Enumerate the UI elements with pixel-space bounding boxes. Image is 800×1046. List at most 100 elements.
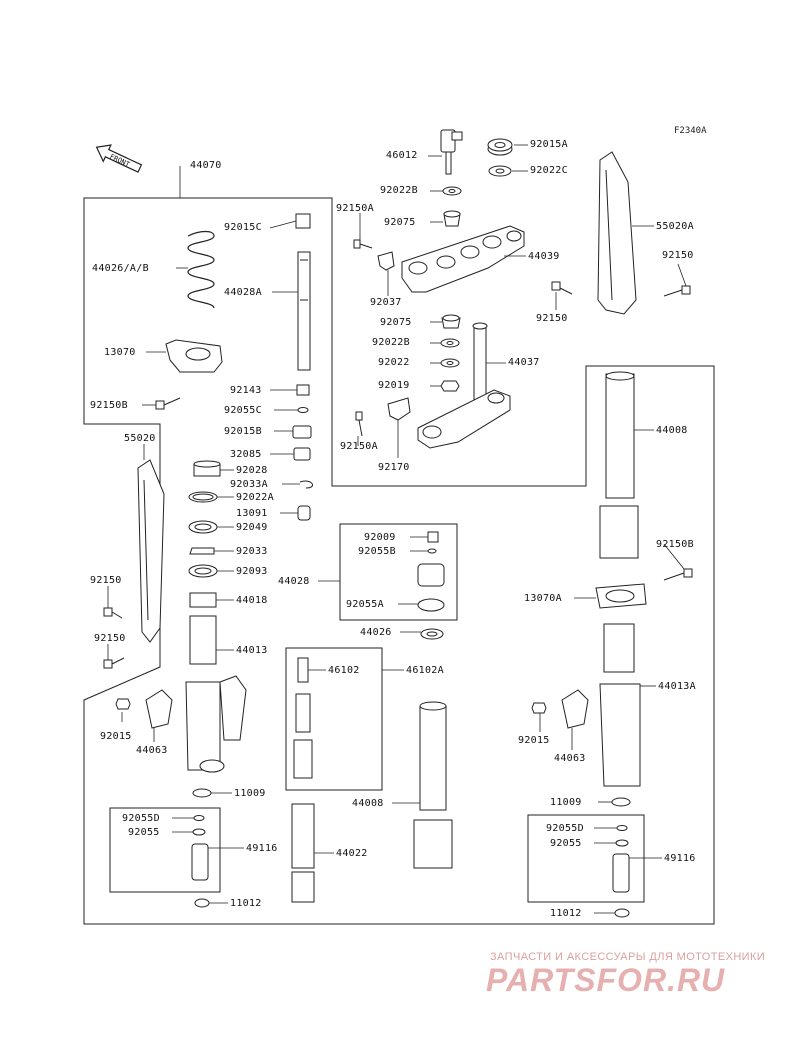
label-92019: 92019 (378, 380, 410, 391)
label-11012-r: 11012 (550, 908, 582, 919)
part-92055C-ring (297, 407, 309, 413)
label-49116-r: 49116 (664, 853, 696, 864)
label-92150-r2: 92150 (536, 313, 568, 324)
label-44063-r: 44063 (554, 753, 586, 764)
label-92015A: 92015A (530, 139, 568, 150)
part-49116-valve-r (612, 853, 630, 893)
part-11009-washer-r (611, 797, 631, 807)
part-46012-steering-stem-nut (440, 129, 463, 175)
part-44026-cap (420, 628, 444, 640)
label-92033: 92033 (236, 546, 268, 557)
watermark-logo: PARTSFOR.RU (486, 962, 726, 998)
label-92055A: 92055A (346, 599, 384, 610)
part-92015-nut-l (115, 698, 131, 710)
label-44063-l: 44063 (136, 745, 168, 756)
label-92170: 92170 (378, 462, 410, 473)
part-92049-seal (188, 520, 218, 534)
part-92075-collar-top (443, 210, 461, 227)
part-92150-bolt-r2 (551, 281, 573, 295)
label-44037: 44037 (508, 357, 540, 368)
label-92033A: 92033A (230, 479, 268, 490)
label-44018: 44018 (236, 595, 268, 606)
label-92037: 92037 (370, 297, 402, 308)
box-49116-left (109, 807, 221, 893)
label-92075-top: 92075 (384, 217, 416, 228)
part-92022C-washer (488, 165, 512, 177)
part-92022B-washer-top (442, 186, 462, 196)
label-44028A: 44028A (224, 287, 262, 298)
part-46102-rod (293, 657, 313, 779)
label-44008-r: 44008 (656, 425, 688, 436)
part-92143-collar (296, 384, 310, 396)
part-92055-ring-l (192, 828, 206, 836)
part-92055D-ring-l (193, 815, 205, 821)
part-92055B-ring (427, 548, 437, 554)
part-44028-cap (417, 563, 445, 587)
label-92150-l1: 92150 (90, 575, 122, 586)
part-92055D-ring-r (616, 825, 628, 831)
part-11012-washer-l (194, 898, 210, 908)
label-92015-r: 92015 (518, 735, 550, 746)
label-92009: 92009 (364, 532, 396, 543)
label-92150B-l: 92150B (90, 400, 128, 411)
part-44022-cylinder (291, 803, 315, 903)
label-13091: 13091 (236, 508, 268, 519)
label-92150B-r: 92150B (656, 539, 694, 550)
label-92022C: 92022C (530, 165, 568, 176)
part-92033-circlip (189, 547, 215, 555)
watermark-tagline: ЗАПЧАСТИ И АКСЕССУАРЫ ДЛЯ МОТОТЕХНИКИ (490, 951, 766, 963)
label-44070: 44070 (190, 160, 222, 171)
part-92033A-circlip (299, 480, 314, 489)
label-92015C: 92015C (224, 222, 262, 233)
part-13091-plug (297, 505, 311, 521)
part-92093-seal (188, 564, 218, 578)
label-46102: 46102 (328, 665, 360, 676)
part-11009-washer-l (192, 788, 212, 798)
part-44008-inner-tube (413, 701, 453, 869)
leader-lines (107, 144, 687, 914)
label-92015B: 92015B (224, 426, 262, 437)
box-49116-right (527, 814, 645, 903)
group-44070-frame (83, 197, 715, 925)
label-92093: 92093 (236, 566, 268, 577)
part-44037-lower-bracket-stem (417, 322, 511, 449)
part-44026-spring (187, 230, 215, 309)
label-44039: 44039 (528, 251, 560, 262)
label-44028: 44028 (278, 576, 310, 587)
part-92150-bolt-l1 (103, 607, 123, 619)
part-92150A-bolt-bot (355, 411, 363, 437)
label-92075-mid: 92075 (380, 317, 412, 328)
part-44063-holder-l (145, 689, 173, 729)
label-55020A: 55020A (656, 221, 694, 232)
label-92022B-top: 92022B (380, 185, 418, 196)
part-92150A-bolt-top (353, 239, 373, 249)
part-13070A-clamp (595, 583, 647, 609)
part-11012-washer-r (614, 908, 630, 918)
label-92055-l: 92055 (128, 827, 160, 838)
part-44013A-outer-tube (599, 623, 641, 787)
label-92143: 92143 (230, 385, 262, 396)
label-92028: 92028 (236, 465, 268, 476)
label-11009-l: 11009 (234, 788, 266, 799)
part-92150-bolt-r1 (663, 285, 691, 297)
part-92015C-nut (295, 213, 311, 229)
label-44008: 44008 (352, 798, 384, 809)
part-92170-clamp (387, 397, 411, 421)
part-92015A-nut (487, 138, 513, 156)
label-49116-l: 49116 (246, 843, 278, 854)
label-92022A: 92022A (236, 492, 274, 503)
label-92055D-l: 92055D (122, 813, 160, 824)
box-46102A (285, 647, 383, 791)
part-44039-upper-bracket (401, 225, 525, 293)
label-92055B: 92055B (358, 546, 396, 557)
label-92150A-bot: 92150A (340, 441, 378, 452)
label-92022B-mid: 92022B (372, 337, 410, 348)
part-92150-bolt-l2 (103, 657, 125, 669)
part-92055A-oring (417, 598, 445, 612)
part-92022-washer (440, 358, 460, 368)
part-44018-bushing (189, 592, 217, 608)
part-92022B-washer-mid (440, 338, 460, 348)
label-13070A: 13070A (524, 593, 562, 604)
label-32085: 32085 (230, 449, 262, 460)
